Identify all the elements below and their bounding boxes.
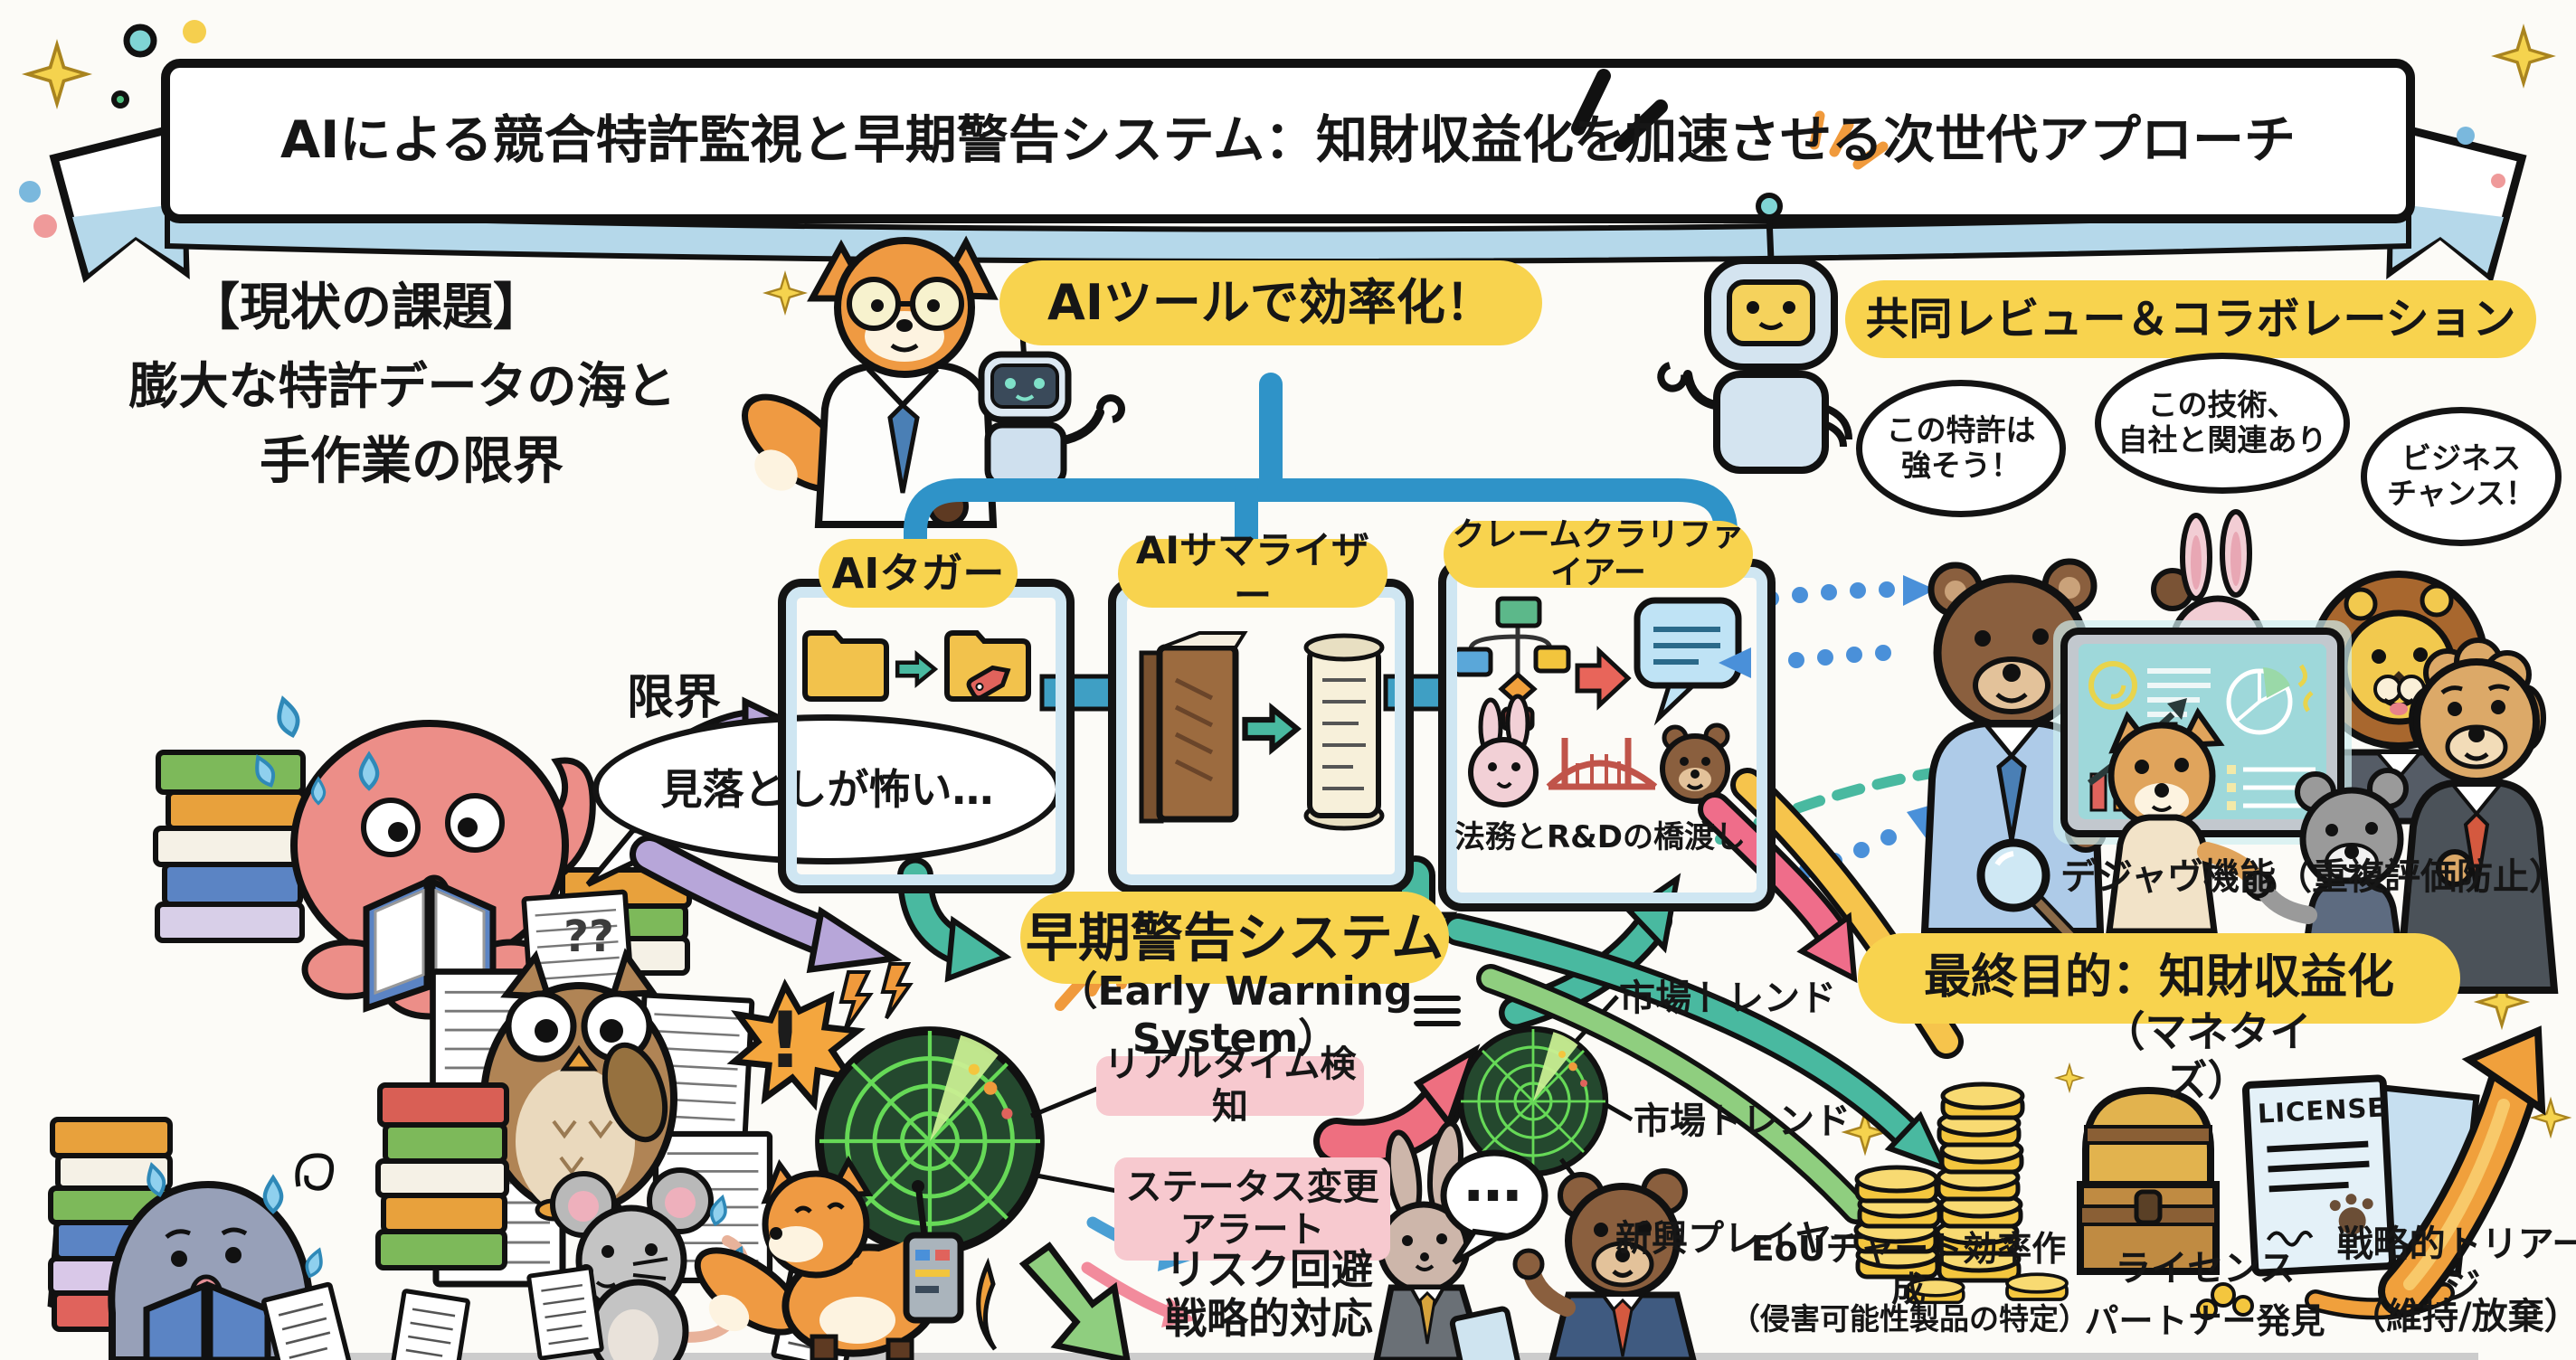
monetization-subheading: （マネタイズ） bbox=[2103, 1006, 2312, 1105]
ai-summarizer-icons bbox=[1139, 631, 1385, 831]
box-link-stub-1 bbox=[1039, 674, 1121, 712]
ai-summarizer-title: AIサマライザー bbox=[1118, 528, 1387, 618]
alert-starburst-icon bbox=[726, 978, 866, 1111]
octopus-speech-bubble: 見落としが怖い… bbox=[592, 714, 1062, 864]
ai-tools-heading: AIツールで効率化！ bbox=[999, 260, 1542, 345]
dotted-arrow-right bbox=[1763, 575, 1936, 607]
treasure-chest-icon bbox=[2077, 1086, 2254, 1320]
collab-bubble-business-chance: ビジネス チャンス！ bbox=[2361, 407, 2562, 546]
growth-arrow-icon bbox=[2378, 1025, 2546, 1318]
dejavu-feature-label: デジャヴ機能（重複評価防止） bbox=[2060, 856, 2565, 899]
fox-scientist-character bbox=[742, 235, 999, 528]
ai-summarizer-box bbox=[1108, 579, 1414, 893]
radar-label-market-trend-2: 市場トレンド bbox=[1634, 1100, 1851, 1143]
blob-character bbox=[47, 1082, 509, 1360]
problem-heading-2: 膨大な特許データの海と bbox=[128, 356, 677, 415]
early-warning-subheading: （Early Warning System） bbox=[1057, 968, 1413, 1062]
banner-ribbon bbox=[49, 59, 2527, 283]
sparkle-decorations bbox=[19, 20, 2570, 1360]
problem-heading-1: 【現状の課題】 bbox=[189, 278, 544, 337]
problem-heading-3: 手作業の限界 bbox=[260, 431, 564, 491]
early-warning-heading: 早期警告システム bbox=[1020, 892, 1449, 984]
collab-bubble-strong-patent: この特許は 強そう！ bbox=[1856, 380, 2066, 517]
monetization-item2-line2: パートナー発見 bbox=[2084, 1300, 2325, 1341]
box-link-stub-2 bbox=[1383, 674, 1450, 712]
collaboration-heading: 共同レビュー＆コラボレーション bbox=[1845, 280, 2536, 358]
claim-clarifier-icons bbox=[1452, 596, 1742, 808]
status-alert-label: ステータス変更 アラート bbox=[1114, 1157, 1390, 1261]
outcome-label: リスク回避 戦略的対応 bbox=[1165, 1244, 1373, 1343]
bear-analyst-character bbox=[1512, 1168, 1697, 1360]
robot-assistant-right bbox=[1657, 193, 1852, 474]
license-label: LICENSE bbox=[2257, 1091, 2387, 1129]
dog-reviewer-character bbox=[2394, 638, 2559, 994]
monetization-item1-line1: EoUチャート効率作成 bbox=[1750, 1229, 2067, 1309]
radar-label-emerging-players: 新興プレイヤー bbox=[1615, 1218, 1868, 1261]
chat-dots: … bbox=[1463, 1148, 1525, 1216]
ai-tagger-box bbox=[778, 579, 1075, 893]
monetization-item3-line2: （維持/放棄） bbox=[2350, 1296, 2576, 1338]
claim-clarifier-caption: 法務とR&Dの橋渡し bbox=[1454, 818, 1747, 855]
dotted-arrow-left bbox=[1719, 645, 1891, 678]
monetization-item3-line1: 戦略的トリアージ bbox=[2336, 1223, 2576, 1308]
limit-label: 限界 bbox=[626, 671, 721, 726]
realtime-detection-label: リアルタイム検知 bbox=[1096, 1044, 1364, 1128]
alert-exclamation: ! bbox=[767, 996, 803, 1087]
collab-bubble-related-tech: この技術、 自社と関連あり bbox=[2095, 353, 2350, 494]
owl-question-marks: ?? bbox=[564, 911, 614, 962]
radar-label-market-trend-1: 市場トレンド bbox=[1619, 978, 1836, 1020]
banner-title: AIによる競合特許監視と早期警告システム：知財収益化を加速させる次世代アプローチ bbox=[280, 110, 2296, 171]
mouse-character bbox=[529, 1167, 752, 1360]
ai-tagger-title: AIタガー bbox=[819, 539, 1018, 608]
limit-arrow-lower bbox=[630, 835, 903, 974]
monetization-item1-line2: （侵害可能性製品の特定） bbox=[1730, 1300, 2088, 1336]
label-pointer-lines bbox=[1030, 1084, 1122, 1195]
claim-clarifier-title: クレームクラリファイアー bbox=[1444, 516, 1753, 591]
monetization-item2-line1: ライセンス bbox=[2115, 1248, 2296, 1290]
chat-bubble-tail bbox=[1452, 1228, 1511, 1265]
shiba-reviewer-character bbox=[2106, 707, 2277, 935]
fox-scout-character bbox=[694, 1155, 964, 1360]
book-stack-left bbox=[153, 750, 308, 943]
monetization-heading: 最終目的：知財収益化 bbox=[1858, 933, 2460, 1024]
